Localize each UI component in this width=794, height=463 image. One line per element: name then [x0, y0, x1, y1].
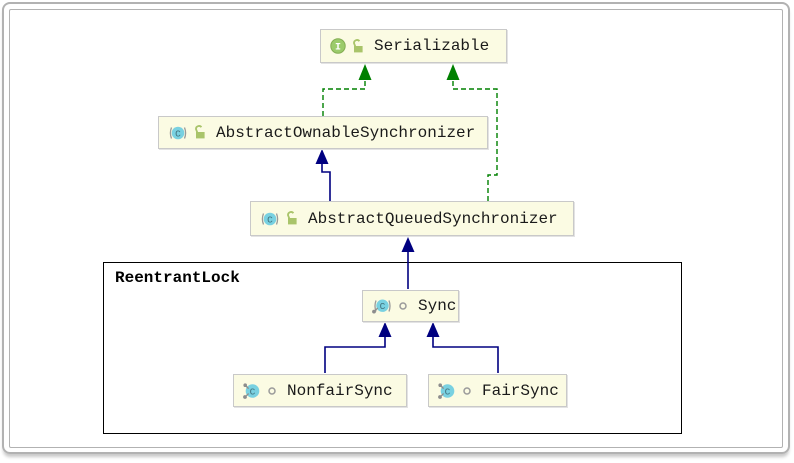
static-final-class-icon: C	[243, 382, 260, 399]
class-node-abstract-ownable-synchronizer[interactable]: C AbstractOwnableSynchronizer	[158, 116, 488, 149]
interface-icon: I	[330, 38, 346, 54]
class-letter: C	[250, 386, 256, 397]
static-key-mark	[438, 394, 442, 399]
class-name: NonfairSync	[287, 381, 393, 400]
abstract-static-class-icon: C	[372, 299, 391, 314]
public-lock-icon	[353, 38, 363, 52]
class-node-serializable[interactable]: I Serializable	[320, 29, 507, 63]
static-final-class-icon: C	[438, 382, 455, 399]
class-letter: C	[267, 214, 273, 225]
interface-letter: I	[335, 43, 341, 54]
class-name: FairSync	[482, 381, 559, 400]
class-name: AbstractOwnableSynchronizer	[216, 123, 476, 142]
class-letter: C	[380, 301, 386, 312]
class-node-sync[interactable]: C Sync	[362, 290, 459, 322]
container-label: ReentrantLock	[115, 269, 240, 287]
class-name: AbstractQueuedSynchronizer	[308, 209, 558, 228]
static-key-mark	[372, 309, 376, 314]
class-node-nonfair-sync[interactable]: C NonfairSync	[233, 374, 407, 407]
static-key-mark	[243, 394, 247, 399]
container-reentrantlock[interactable]: ReentrantLock	[103, 262, 682, 434]
abstract-class-icon: C	[261, 212, 279, 225]
public-lock-icon	[195, 125, 205, 139]
package-private-icon	[463, 386, 471, 395]
class-name: Sync	[418, 297, 457, 315]
class-name: Serializable	[374, 37, 490, 55]
class-letter: C	[445, 386, 451, 397]
window-inner-frame	[9, 9, 783, 448]
window-outer-frame	[2, 2, 790, 454]
package-private-icon	[268, 386, 276, 395]
public-lock-icon	[287, 211, 297, 225]
package-private-icon	[399, 302, 407, 310]
class-node-fair-sync[interactable]: C FairSync	[428, 374, 567, 407]
class-node-abstract-queued-synchronizer[interactable]: C AbstractQueuedSynchronizer	[250, 201, 574, 236]
abstract-class-icon: C	[169, 126, 187, 139]
class-letter: C	[175, 128, 181, 139]
